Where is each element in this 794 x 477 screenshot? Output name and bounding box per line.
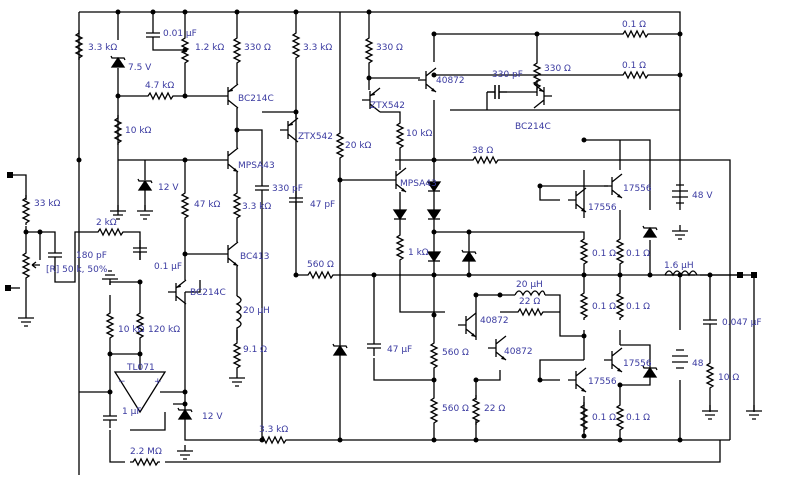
label: MPSA43 xyxy=(238,161,275,171)
label: 2.2 MΩ xyxy=(130,447,162,457)
label: 1 μF xyxy=(122,407,142,417)
label: 0.1 Ω xyxy=(626,302,650,312)
label: 0.1 Ω xyxy=(626,413,650,423)
label: 47 pF xyxy=(310,200,335,210)
label: 1.6 μH xyxy=(664,261,694,271)
opamp-tl071 xyxy=(113,371,167,414)
label: 3.3 kΩ xyxy=(259,425,288,435)
label: 17556 xyxy=(623,359,652,369)
label: 9.1 Ω xyxy=(243,345,267,355)
label: 4.7 kΩ xyxy=(145,81,174,91)
label: 10 kΩ xyxy=(125,126,152,136)
component-labels: 3.3 kΩ 0.01 μF 7.5 V 1.2 kΩ 330 Ω 3.3 kΩ… xyxy=(34,20,762,457)
label: 0.01 μF xyxy=(163,29,197,39)
label: 10 kΩ xyxy=(118,325,145,335)
label: BC214C xyxy=(238,94,274,104)
label: 40872 xyxy=(480,316,509,326)
label: 12 V xyxy=(158,183,179,193)
label: 7.5 V xyxy=(128,63,152,73)
label: + xyxy=(154,377,162,387)
label: 0.1 Ω xyxy=(592,413,616,423)
label: 40872 xyxy=(436,76,465,86)
label: 0.1 Ω xyxy=(622,61,646,71)
label: 560 Ω xyxy=(442,404,469,414)
label: 0.047 μF xyxy=(722,318,762,328)
label: 330 Ω xyxy=(244,43,271,53)
label: 2 kΩ xyxy=(96,218,117,228)
label: 330 pF xyxy=(272,184,303,194)
label: 17556 xyxy=(588,203,617,213)
label: 1.2 kΩ xyxy=(195,43,224,53)
label: 40872 xyxy=(504,347,533,357)
capacitors xyxy=(47,24,718,429)
label: 47 μF xyxy=(387,345,412,355)
junctions xyxy=(5,9,757,443)
label: 10 kΩ xyxy=(406,129,433,139)
label: 0.1 Ω xyxy=(592,302,616,312)
label: ZTX542 xyxy=(298,132,333,142)
label: 22 Ω xyxy=(484,404,505,414)
label: 3.3 kΩ xyxy=(303,43,332,53)
label: 0.1 Ω xyxy=(622,20,646,30)
label: 48 V xyxy=(692,191,713,201)
label: 180 pF xyxy=(76,251,107,261)
wiring xyxy=(8,11,755,475)
label: 38 Ω xyxy=(472,146,493,156)
label: 0.1 Ω xyxy=(592,249,616,259)
label: 330 pF xyxy=(492,70,523,80)
label: 3.3 kΩ xyxy=(242,202,271,212)
label: 20 kΩ xyxy=(345,141,372,151)
label: BC413 xyxy=(240,252,269,262)
label: 0.1 μF xyxy=(154,262,182,272)
label: 560 Ω xyxy=(442,348,469,358)
label: 330 Ω xyxy=(376,43,403,53)
label: 12 V xyxy=(202,412,223,422)
label: MPSA43 xyxy=(400,179,437,189)
label: 20 μH xyxy=(516,280,543,290)
label: TL071 xyxy=(126,363,155,373)
label: BC214C xyxy=(515,122,551,132)
resistors xyxy=(22,29,714,466)
label: 330 Ω xyxy=(544,64,571,74)
label: 560 Ω xyxy=(307,260,334,270)
label: 48 xyxy=(692,359,704,369)
label: 47 kΩ xyxy=(194,200,221,210)
label: BC214C xyxy=(190,288,226,298)
label: 120 kΩ xyxy=(148,325,180,335)
label: 10 Ω xyxy=(718,373,739,383)
label: − xyxy=(118,377,126,387)
label: 17556 xyxy=(588,377,617,387)
label: 0.1 Ω xyxy=(626,249,650,259)
label: ZTX542 xyxy=(370,101,405,111)
label: 33 kΩ xyxy=(34,199,61,209)
label: [R] 50 k, 50% xyxy=(46,265,108,275)
label: 1 kΩ xyxy=(408,248,429,258)
label: 22 Ω xyxy=(519,297,540,307)
label: 20 μH xyxy=(243,306,270,316)
label: 17556 xyxy=(623,184,652,194)
label: 3.3 kΩ xyxy=(88,43,117,53)
